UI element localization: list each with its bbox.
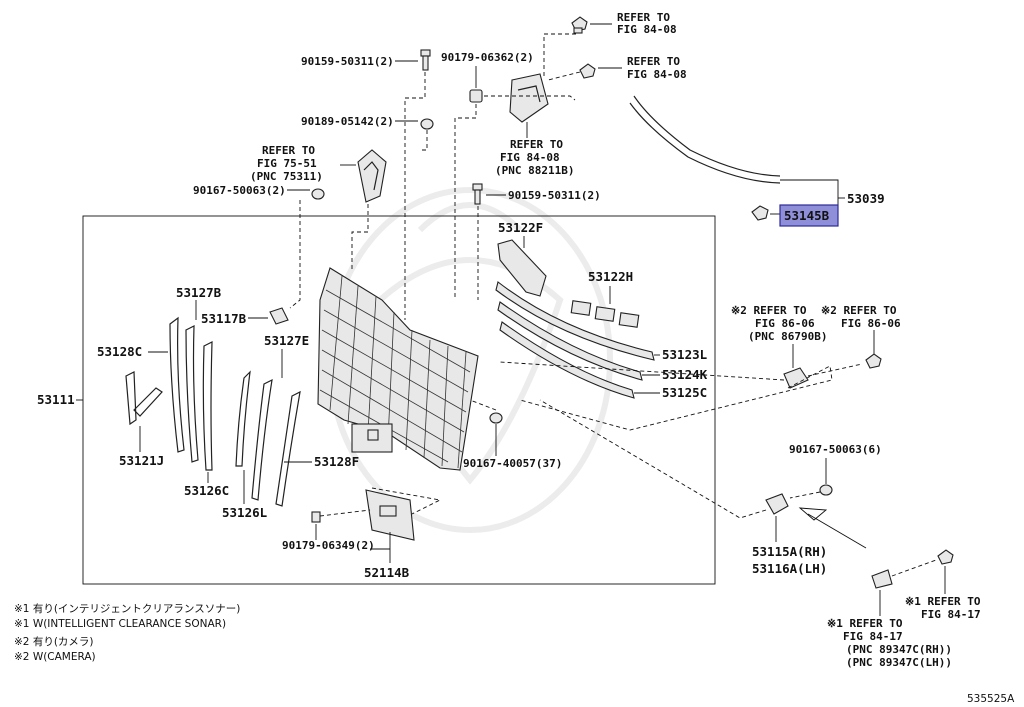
bolt-icon-top [420, 49, 431, 71]
upper-molding-53039[interactable] [629, 95, 781, 184]
clip-53145b[interactable] [751, 205, 769, 221]
ref-88211b-line2: FIG 84-08 [500, 151, 560, 164]
molding-53127b[interactable] [185, 325, 199, 463]
ref-86790b-line2: FIG 86-06 [755, 317, 815, 330]
part-53145b[interactable]: 53145B [784, 208, 830, 223]
ref-84-08-b-line1: REFER TO [627, 55, 680, 68]
louver-53124k[interactable] [497, 301, 643, 381]
note-2-en: ※2 W(CAMERA) [14, 651, 96, 663]
clip-90167-40057[interactable]: 90167-40057(37) [463, 457, 562, 470]
nut-90179-06362[interactable] [469, 89, 483, 103]
clip-90167-50063-right[interactable]: 90167-50063(6) [789, 443, 882, 456]
clip-top-right[interactable] [571, 16, 588, 34]
ref-86790b-line1: ※2 REFER TO [731, 304, 807, 317]
part-53039[interactable]: 53039 [847, 191, 885, 206]
part-53127b[interactable]: 53127B [176, 285, 222, 300]
part-53127e[interactable]: 53127E [264, 333, 309, 348]
part-53122h[interactable]: 53122H [588, 269, 633, 284]
nut-90179-06349[interactable] [311, 511, 321, 523]
ref-75311-line2: FIG 75-51 [257, 157, 317, 170]
ref-84-08-b-line2: FIG 84-08 [627, 68, 687, 81]
part-53125c[interactable]: 53125C [662, 385, 707, 400]
part-53126c[interactable]: 53126C [184, 483, 229, 498]
note-1-en: ※1 W(INTELLIGENT CLEARANCE SONAR) [14, 618, 226, 630]
molding-53126c[interactable] [202, 341, 213, 471]
bolt-90159-50311-top[interactable]: 90159-50311(2) [301, 55, 394, 68]
clip-icon-90167-right [819, 484, 833, 496]
clip-icon-90189 [420, 118, 434, 130]
radiator-grille-53111[interactable] [317, 267, 479, 471]
clip-top-right-2[interactable] [579, 63, 596, 79]
part-53124k[interactable]: 53124K [662, 367, 708, 382]
diagram-id: 535525A [967, 693, 1015, 705]
bolt-90159-50311-mid[interactable]: 90159-50311(2) [508, 189, 601, 202]
bracket-53115a[interactable] [765, 493, 789, 515]
ref-86-06-line1: ※2 REFER TO [821, 304, 897, 317]
clip-icon-90167-40057 [489, 412, 503, 424]
part-53123l[interactable]: 53123L [662, 347, 708, 362]
clip-90189-05142[interactable]: 90189-05142(2) [301, 115, 394, 128]
part-53128c[interactable]: 53128C [97, 344, 142, 359]
part-52114b[interactable]: 52114B [364, 565, 410, 580]
ref-75311-line3: (PNC 75311) [250, 170, 323, 183]
ref-84-17-a-line1: ※1 REFER TO [905, 595, 981, 608]
camera-bracket[interactable] [783, 367, 809, 389]
note-1-jp: ※1 有り(インテリジェントクリアランスソナー) [14, 602, 240, 615]
note-2-jp: ※2 有り(カメラ) [14, 635, 94, 648]
ref-86790b-line3: (PNC 86790B) [748, 330, 827, 343]
part-53122f[interactable]: 53122F [498, 220, 543, 235]
ref-88211b-line1: REFER TO [510, 138, 563, 151]
bolt-90179-06362[interactable]: 90179-06362(2) [441, 51, 534, 64]
radar-sensor-bracket[interactable] [509, 73, 549, 123]
emblem[interactable] [357, 149, 387, 203]
bracket-53117b[interactable] [269, 307, 289, 325]
molding-53128c[interactable] [169, 316, 185, 453]
sonar-clip[interactable] [937, 549, 954, 565]
louver-53123l[interactable] [495, 281, 655, 361]
bracket-53121j[interactable] [125, 371, 163, 426]
ref-84-08-a-line2: FIG 84-08 [617, 23, 677, 36]
nut-90179-06349-label[interactable]: 90179-06349(2) [282, 539, 375, 552]
part-53126l[interactable]: 53126L [222, 505, 268, 520]
molding-53128f[interactable] [275, 390, 301, 507]
bolt-icon-mid [472, 183, 483, 205]
part-53111[interactable]: 53111 [37, 392, 75, 407]
clip-icon-90167-left [311, 188, 325, 200]
part-53128f[interactable]: 53128F [314, 454, 359, 469]
clip-86-06[interactable] [865, 353, 882, 369]
ref-89347c-line4: (PNC 89347C(LH)) [846, 656, 952, 669]
sonar-bracket[interactable] [871, 569, 893, 589]
bracket-53122f[interactable] [497, 239, 547, 297]
ref-84-08-a-line1: REFER TO [617, 11, 670, 24]
molding-53127e[interactable] [251, 378, 273, 501]
highlight-53145b[interactable] [779, 204, 839, 227]
ref-89347c-line2: FIG 84-17 [843, 630, 903, 643]
ref-88211b-line3: (PNC 88211B) [495, 164, 574, 177]
ref-75311-line1: REFER TO [262, 144, 315, 157]
part-53115a[interactable]: 53115A(RH) [752, 544, 827, 559]
ref-89347c-line3: (PNC 89347C(RH)) [846, 643, 952, 656]
bolt-90167-50063-left[interactable]: 90167-50063(2) [193, 184, 286, 197]
part-53117b[interactable]: 53117B [201, 311, 247, 326]
ref-86-06-line2: FIG 86-06 [841, 317, 901, 330]
part-53121j[interactable]: 53121J [119, 453, 164, 468]
part-53116a[interactable]: 53116A(LH) [752, 561, 827, 576]
ref-84-17-a-line2: FIG 84-17 [921, 608, 981, 621]
trim-53122h[interactable] [570, 300, 640, 328]
louver-53125c[interactable] [499, 321, 635, 399]
molding-53126l[interactable] [235, 370, 251, 467]
license-bracket-52114b[interactable] [365, 489, 415, 541]
ref-89347c-line1: ※1 REFER TO [827, 617, 903, 630]
